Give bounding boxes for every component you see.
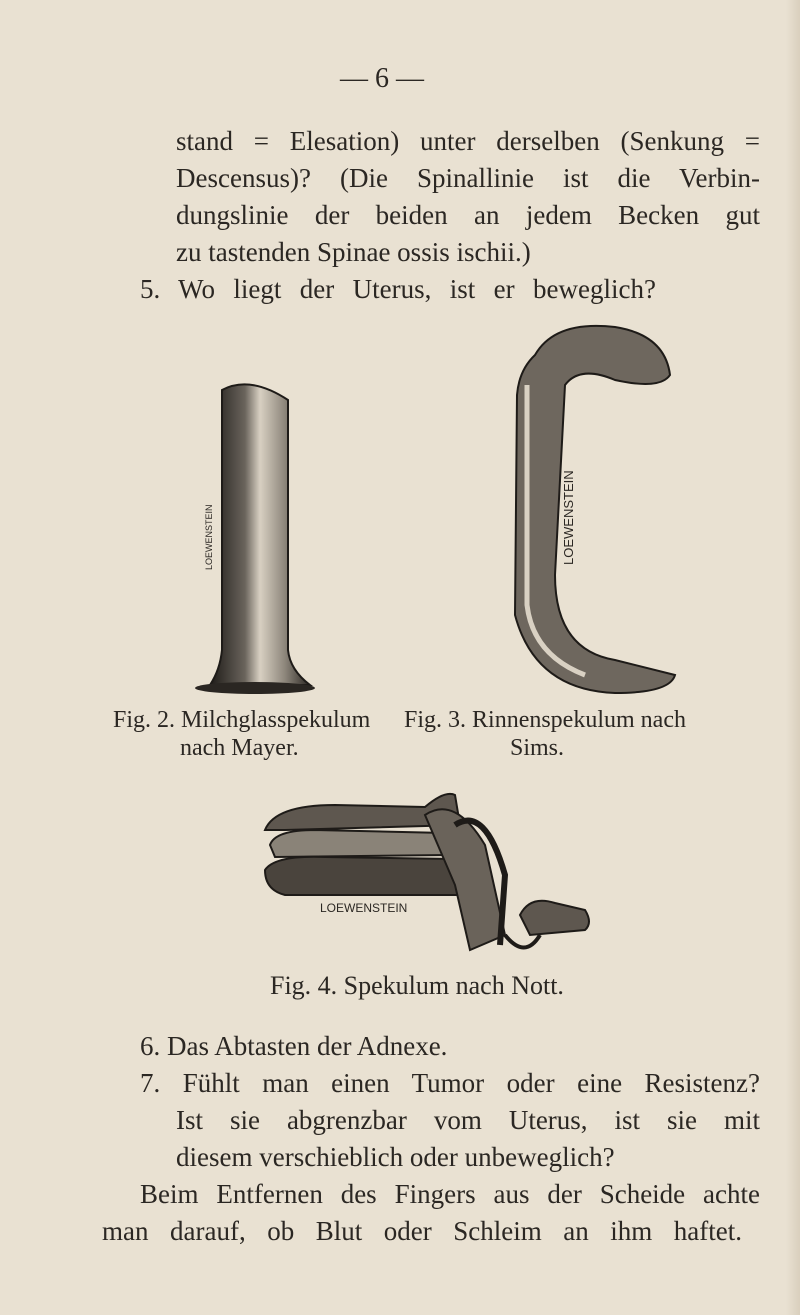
figure-4-nott-speculum: LOEWENSTEIN [263, 792, 590, 952]
text-line: diesem verschieblich oder unbeweglich? [176, 1142, 615, 1172]
list-item-7: 7. Fühlt man einen Tumor oder eine Resis… [140, 1068, 760, 1098]
figure-2-caption: Fig. 2. Milchglasspekulum [113, 707, 371, 733]
figure-4-caption: Fig. 4. Spekulum nach Nott. [270, 971, 564, 1000]
text-line: man darauf, ob Blut oder Schleim an ihm … [102, 1216, 742, 1246]
figure-3-sims-speculum: LOEWENSTEIN [513, 324, 677, 695]
figure-3-caption: Fig. 3. Rinnenspekulum nach [404, 707, 686, 733]
page-number: — 6 — [340, 63, 424, 94]
text-line: zu tastenden Spinae ossis ischii.) [176, 237, 531, 267]
text-line: dungslinie der beiden an jedem Becken gu… [176, 200, 760, 230]
page-edge-shadow [786, 0, 800, 1315]
list-item-6: 6. Das Abtasten der Adnexe. [140, 1031, 448, 1061]
figure-3-caption-line2: Sims. [510, 735, 565, 761]
text-line: Beim Entfernen des Fingers aus der Schei… [140, 1179, 760, 1209]
engraving-loewenstein: LOEWENSTEIN [204, 504, 214, 570]
text-line: stand = Elesation) unter derselben (Senk… [176, 126, 760, 156]
engraving-loewenstein: LOEWENSTEIN [561, 470, 576, 565]
text-line: Ist sie abgrenzbar vom Uterus, ist sie m… [176, 1105, 760, 1135]
text-line: Descensus)? (Die Spinallinie ist die Ver… [176, 163, 760, 193]
list-item-5: 5. Wo liegt der Uterus, ist er beweglich… [140, 274, 656, 304]
engraving-loewenstein: LOEWENSTEIN [320, 901, 407, 915]
figure-2-milk-glass-speculum: LOEWENSTEIN [195, 383, 315, 694]
figure-2-caption-line2: nach Mayer. [180, 735, 299, 761]
